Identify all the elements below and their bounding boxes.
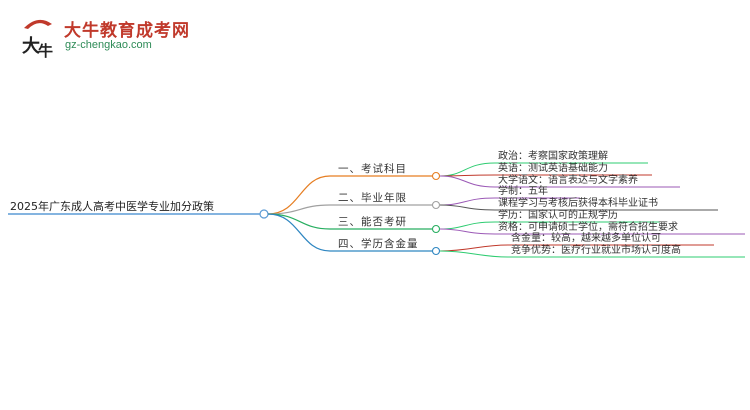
leaf-4-1: 含金量：较高，越来越多单位认可 [511, 233, 661, 244]
branch-1-dot [431, 171, 441, 181]
leaf-2-1: 学制：五年 [498, 186, 548, 197]
link-branch-4 [267, 213, 331, 252]
svg-text:大: 大 [22, 35, 40, 57]
leaf-2-2: 课程学习与考核后获得本科毕业证书 [498, 198, 658, 209]
root-node-dot [259, 209, 269, 219]
branch-2-dot [431, 200, 441, 210]
bull-logo-icon: 大 牛 [22, 19, 53, 58]
site-logo[interactable]: 大 牛 大牛教育成考网 gz-chengkao.com [18, 14, 189, 58]
branch-4-label: 四、学历含金量 [338, 238, 419, 250]
leaf-3-1: 学历：国家认可的正规学历 [498, 210, 618, 221]
mindmap-root: 2025年广东成人高考中医学专业加分政策 [10, 200, 214, 213]
branch-1-label: 一、考试科目 [338, 163, 407, 175]
logo-url: gz-chengkao.com [65, 39, 152, 51]
branch-3-label: 三、能否考研 [338, 216, 407, 228]
branch-4-dot [431, 246, 441, 256]
leaf-1-2: 英语：测试英语基础能力 [498, 163, 608, 174]
leaf-4-2: 竞争优势：医疗行业就业市场认可度高 [511, 245, 681, 256]
leaf-1-3: 大学语文：语言表达与文字素养 [498, 175, 638, 186]
leaf-1-1: 政治：考察国家政策理解 [498, 151, 608, 162]
leaf-3-2: 资格：可申请硕士学位，需符合招生要求 [498, 222, 678, 233]
svg-text:牛: 牛 [38, 42, 53, 58]
branch-2-label: 二、毕业年限 [338, 192, 407, 204]
branch-3-dot [431, 224, 441, 234]
link-branch-1 [267, 175, 331, 215]
link-branch-3 [267, 213, 331, 230]
link-branch-2 [267, 204, 331, 215]
logo-title: 大牛教育成考网 [64, 21, 190, 41]
